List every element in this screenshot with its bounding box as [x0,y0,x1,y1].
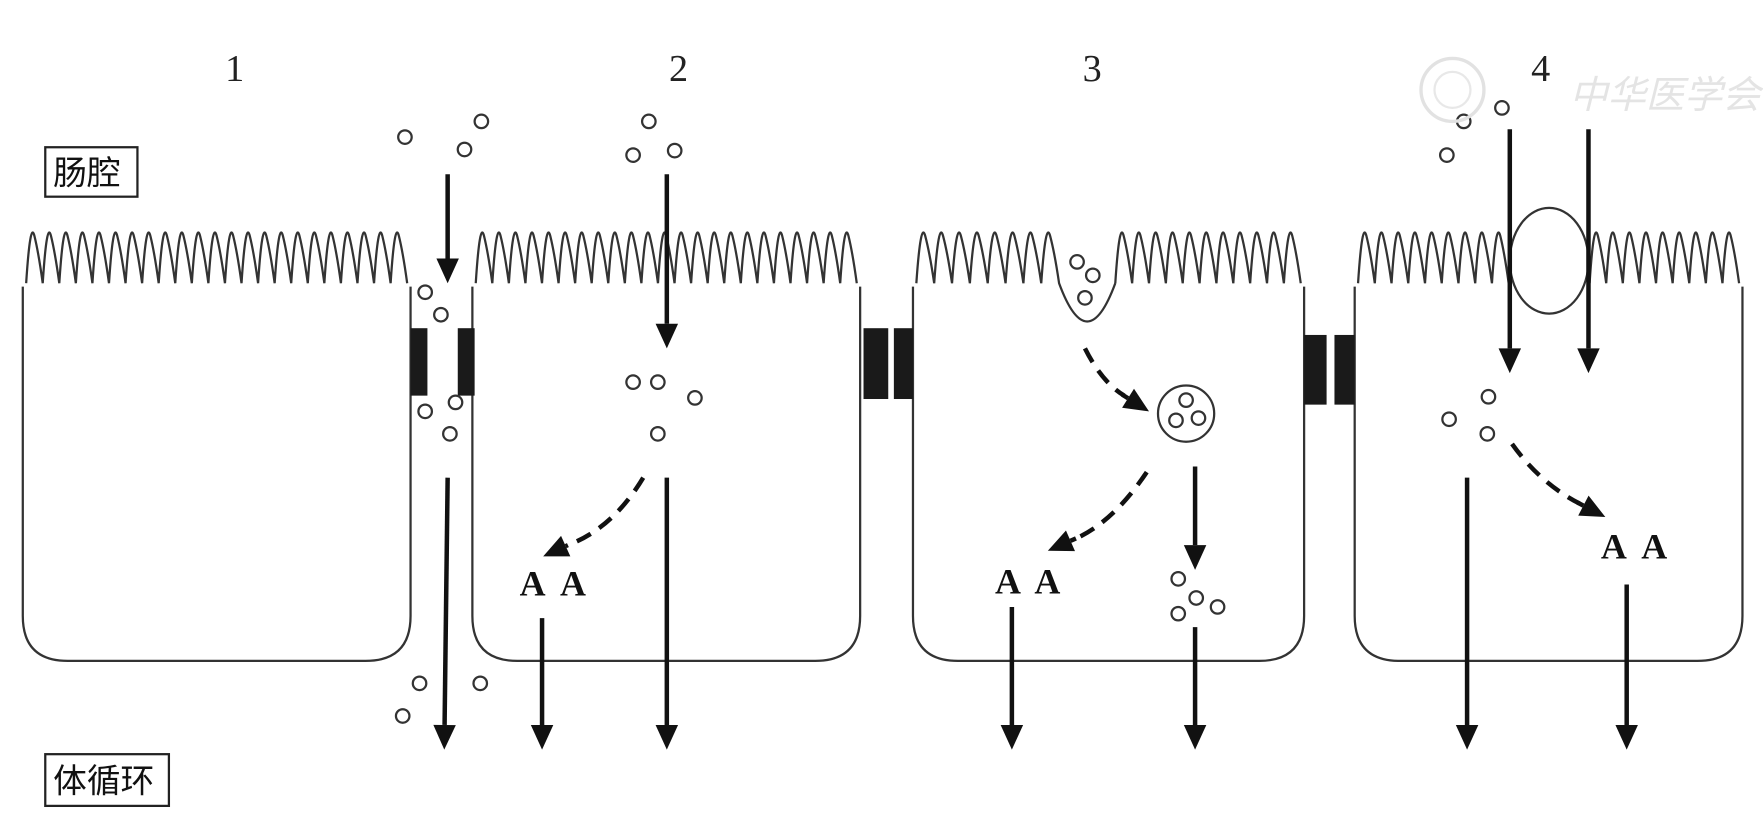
drug-molecule [687,390,703,406]
circulation-label-box: 体循环 [44,753,171,808]
carrier-arrow-left-head [1498,348,1522,374]
drug-molecule [1084,267,1101,284]
drug-molecule [411,675,428,692]
drug-molecule [625,374,641,391]
metabolism-arrow-4-tip [1576,500,1585,508]
tight-junction [457,328,475,396]
metabolism-arrow-2 [567,476,646,548]
drug-molecule [666,142,683,159]
metabolite-arrow-2-head [530,724,554,750]
metabolite-arrow-4-head [1615,724,1638,750]
metabolism-arrow-4-tip-head [1578,495,1606,518]
pathway-number-4: 4 [1531,48,1550,90]
drug-molecule [1209,599,1226,615]
metabolite-label: A [995,561,1021,601]
vesicle-arrow-tip-head [1122,388,1150,412]
metabolite-label: A [520,564,546,604]
drug-molecule [394,708,411,724]
drug-molecule [456,141,473,158]
paracellular-arrow-out [442,477,450,725]
drug-molecule [397,129,413,145]
transcytosis-arrow-out-head [1183,724,1207,750]
drug-molecule [1190,410,1207,426]
metabolite-label: A [1601,527,1627,567]
metabolism-arrow-3-tip [1069,536,1077,543]
watermark-seal-icon [1419,56,1486,124]
cell-4 [1353,286,1744,663]
transcellular-arrow-in-head [655,323,679,349]
metabolism-arrow-4 [1510,442,1581,506]
drug-molecule [1494,100,1510,116]
metabolism-arrow-3-tip-head [1047,530,1076,552]
cell-3 [911,286,1306,663]
metabolite-arrow-3-head [1000,724,1024,750]
metabolism-arrow-2-tip-head [543,535,571,557]
drug-molecule [1077,289,1093,306]
drug-molecule [1069,254,1085,270]
tight-junction [893,328,913,400]
carrier-arrow-right-head [1577,348,1600,374]
vesicle-release-arrow-head [1183,545,1207,570]
drug-molecule [1178,392,1194,408]
drug-molecule [1188,590,1205,606]
pathway-number-1: 1 [225,48,244,90]
drug-molecule [442,425,458,442]
lumen-label-box: 肠腔 [44,146,139,198]
tight-junction [410,328,428,396]
pathway-number-3: 3 [1083,48,1102,90]
drug-molecule [1438,147,1455,163]
drug-molecule [640,113,657,130]
circulation-label: 体循环 [53,761,154,800]
paracellular-arrow-out-head [433,724,456,750]
tight-junction [863,328,889,400]
pathway-number-2: 2 [669,48,688,90]
lumen-label: 肠腔 [53,153,120,192]
vesicle-arrow-tip [1120,392,1130,401]
cell-1 [21,286,412,663]
metabolite-label: A [1641,527,1667,567]
drug-molecule [417,403,434,420]
watermark-text: 中华医学会 [1569,74,1763,118]
drug-molecule [447,394,464,411]
metabolite-label: A [1034,561,1060,601]
drug-molecule [472,675,489,692]
drug-molecule [1479,425,1496,442]
drug-molecule [1168,412,1184,429]
transporter-protein [1508,206,1590,315]
metabolite-label: A [560,564,586,604]
drug-molecule [625,147,641,163]
drug-molecule [649,374,666,391]
vesicle-arrow [1082,347,1126,398]
drug-molecule [433,306,449,323]
drug-molecule [1480,388,1497,405]
drug-molecule [649,425,666,442]
drug-molecule [1170,605,1187,622]
paracellular-arrow-in-head [436,258,459,284]
tight-junction [1334,334,1355,405]
transcellular-arrow-out-head [655,724,679,750]
endocytic-vesicle [1156,384,1216,443]
drug-molecule [1441,411,1457,428]
drug-molecule [1170,570,1187,587]
metabolism-arrow-2-tip [564,543,569,549]
drug-molecule [473,113,490,130]
cell-1-microvilli [25,231,409,284]
carrier-arrow-out-head [1455,724,1479,750]
tight-junction [1304,334,1327,405]
metabolism-arrow-3 [1072,470,1149,542]
drug-molecule [417,284,434,301]
cell-4-microvilli [1356,231,1741,284]
cell-3-microvilli [915,231,1302,323]
